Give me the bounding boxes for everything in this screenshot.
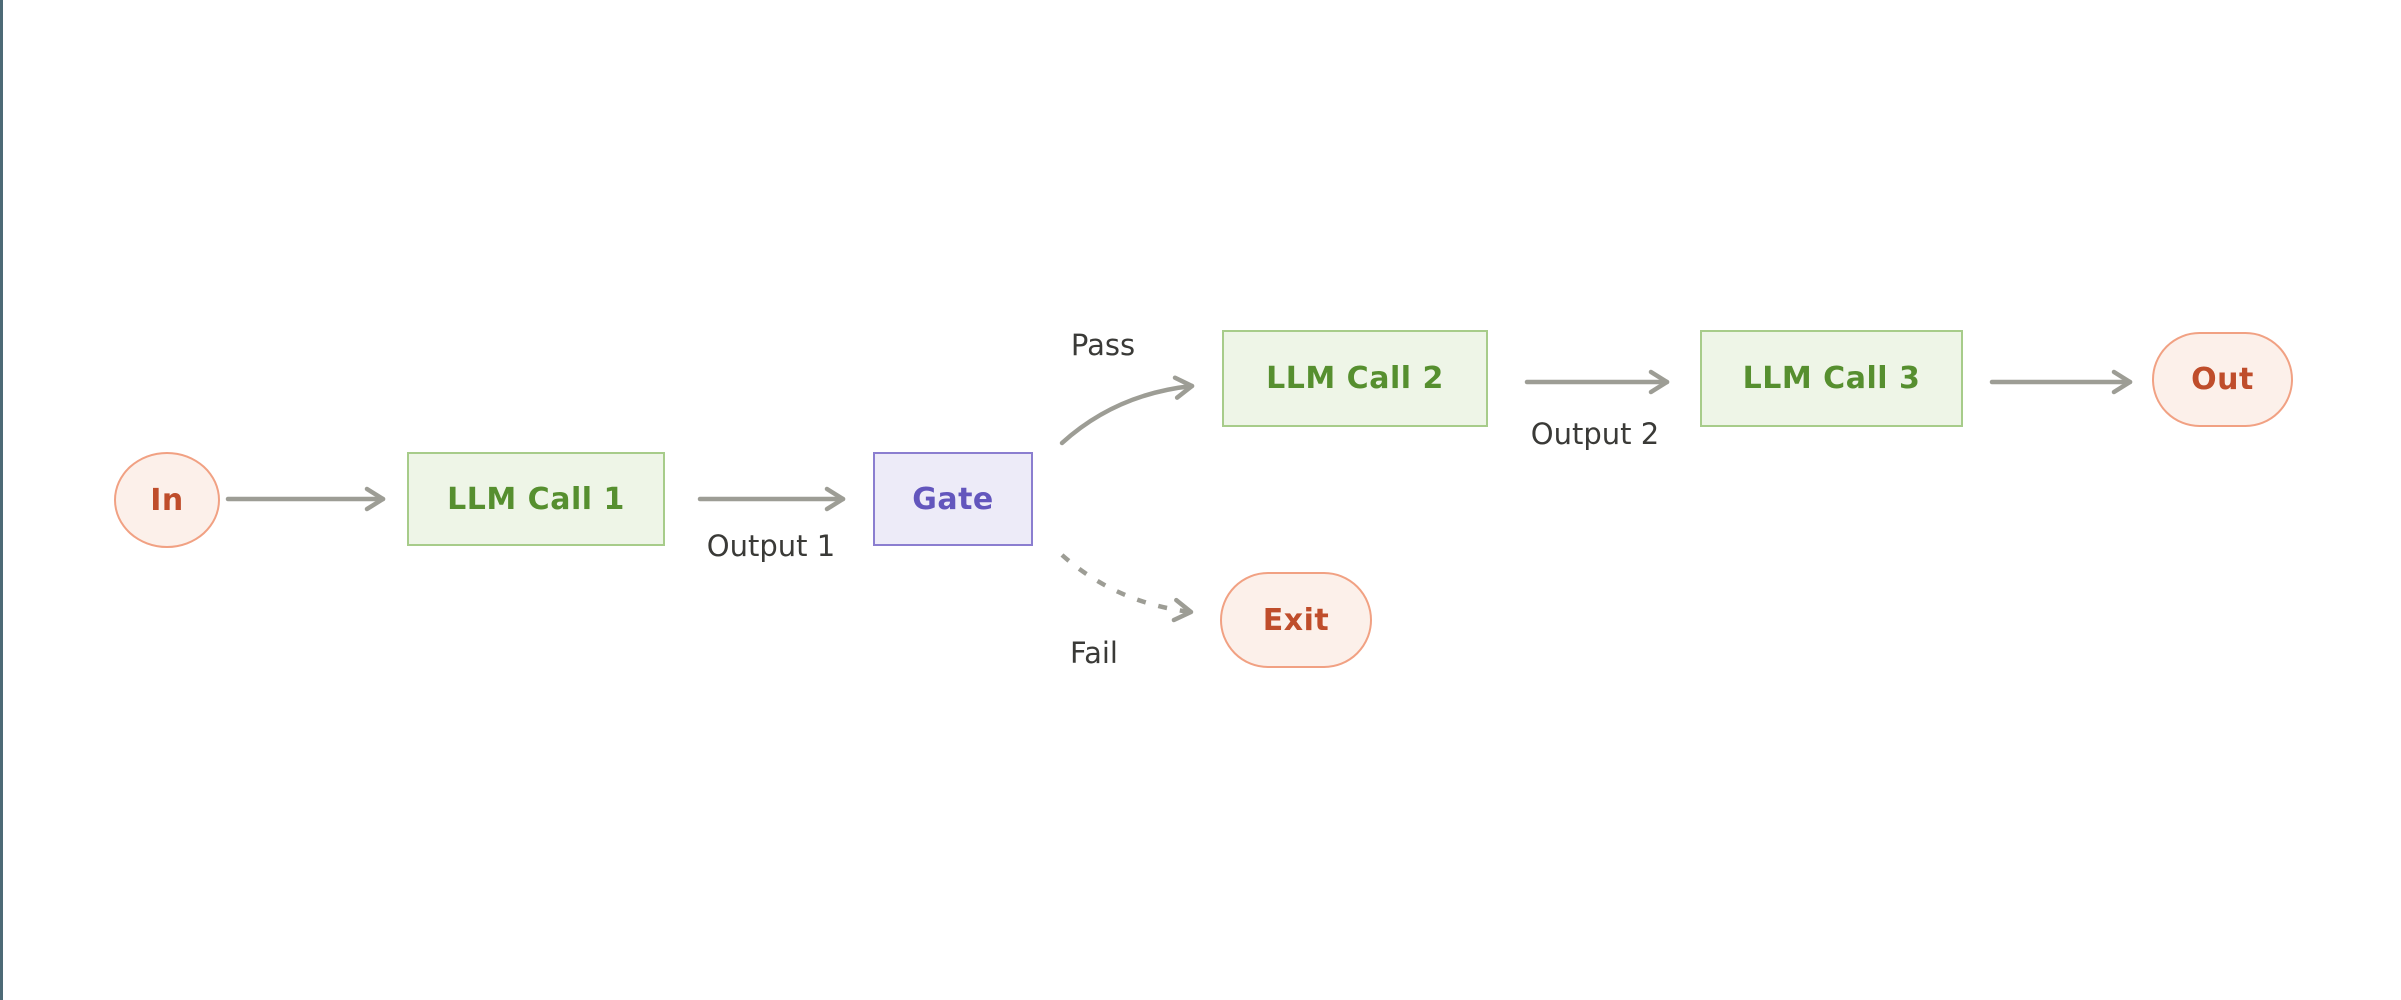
edge-label-pass: Pass bbox=[1070, 328, 1136, 362]
edge-gate-to-exit-fail bbox=[1060, 553, 1194, 623]
node-out: Out bbox=[2152, 332, 2293, 427]
node-exit-label: Exit bbox=[1262, 602, 1330, 638]
node-gate: Gate bbox=[873, 452, 1033, 546]
edge-label-output-1: Output 1 bbox=[706, 529, 836, 563]
node-gate-label: Gate bbox=[912, 481, 994, 517]
node-in: In bbox=[114, 452, 220, 548]
edge-label-fail: Fail bbox=[1070, 636, 1118, 670]
node-llm-call-3: LLM Call 3 bbox=[1700, 330, 1963, 427]
left-edge-accent-line bbox=[0, 0, 3, 1000]
edge-gate-to-llm2-pass bbox=[1059, 375, 1195, 446]
node-llm-call-1-label: LLM Call 1 bbox=[447, 481, 625, 517]
node-llm-call-2-label: LLM Call 2 bbox=[1266, 361, 1444, 396]
node-in-label: In bbox=[150, 482, 184, 518]
edge-label-output-2: Output 2 bbox=[1530, 417, 1660, 451]
node-exit: Exit bbox=[1220, 572, 1372, 668]
node-llm-call-2: LLM Call 2 bbox=[1222, 330, 1488, 427]
node-llm-call-3-label: LLM Call 3 bbox=[1742, 361, 1921, 396]
node-llm-call-1: LLM Call 1 bbox=[407, 452, 665, 546]
node-out-label: Out bbox=[2191, 362, 2254, 397]
